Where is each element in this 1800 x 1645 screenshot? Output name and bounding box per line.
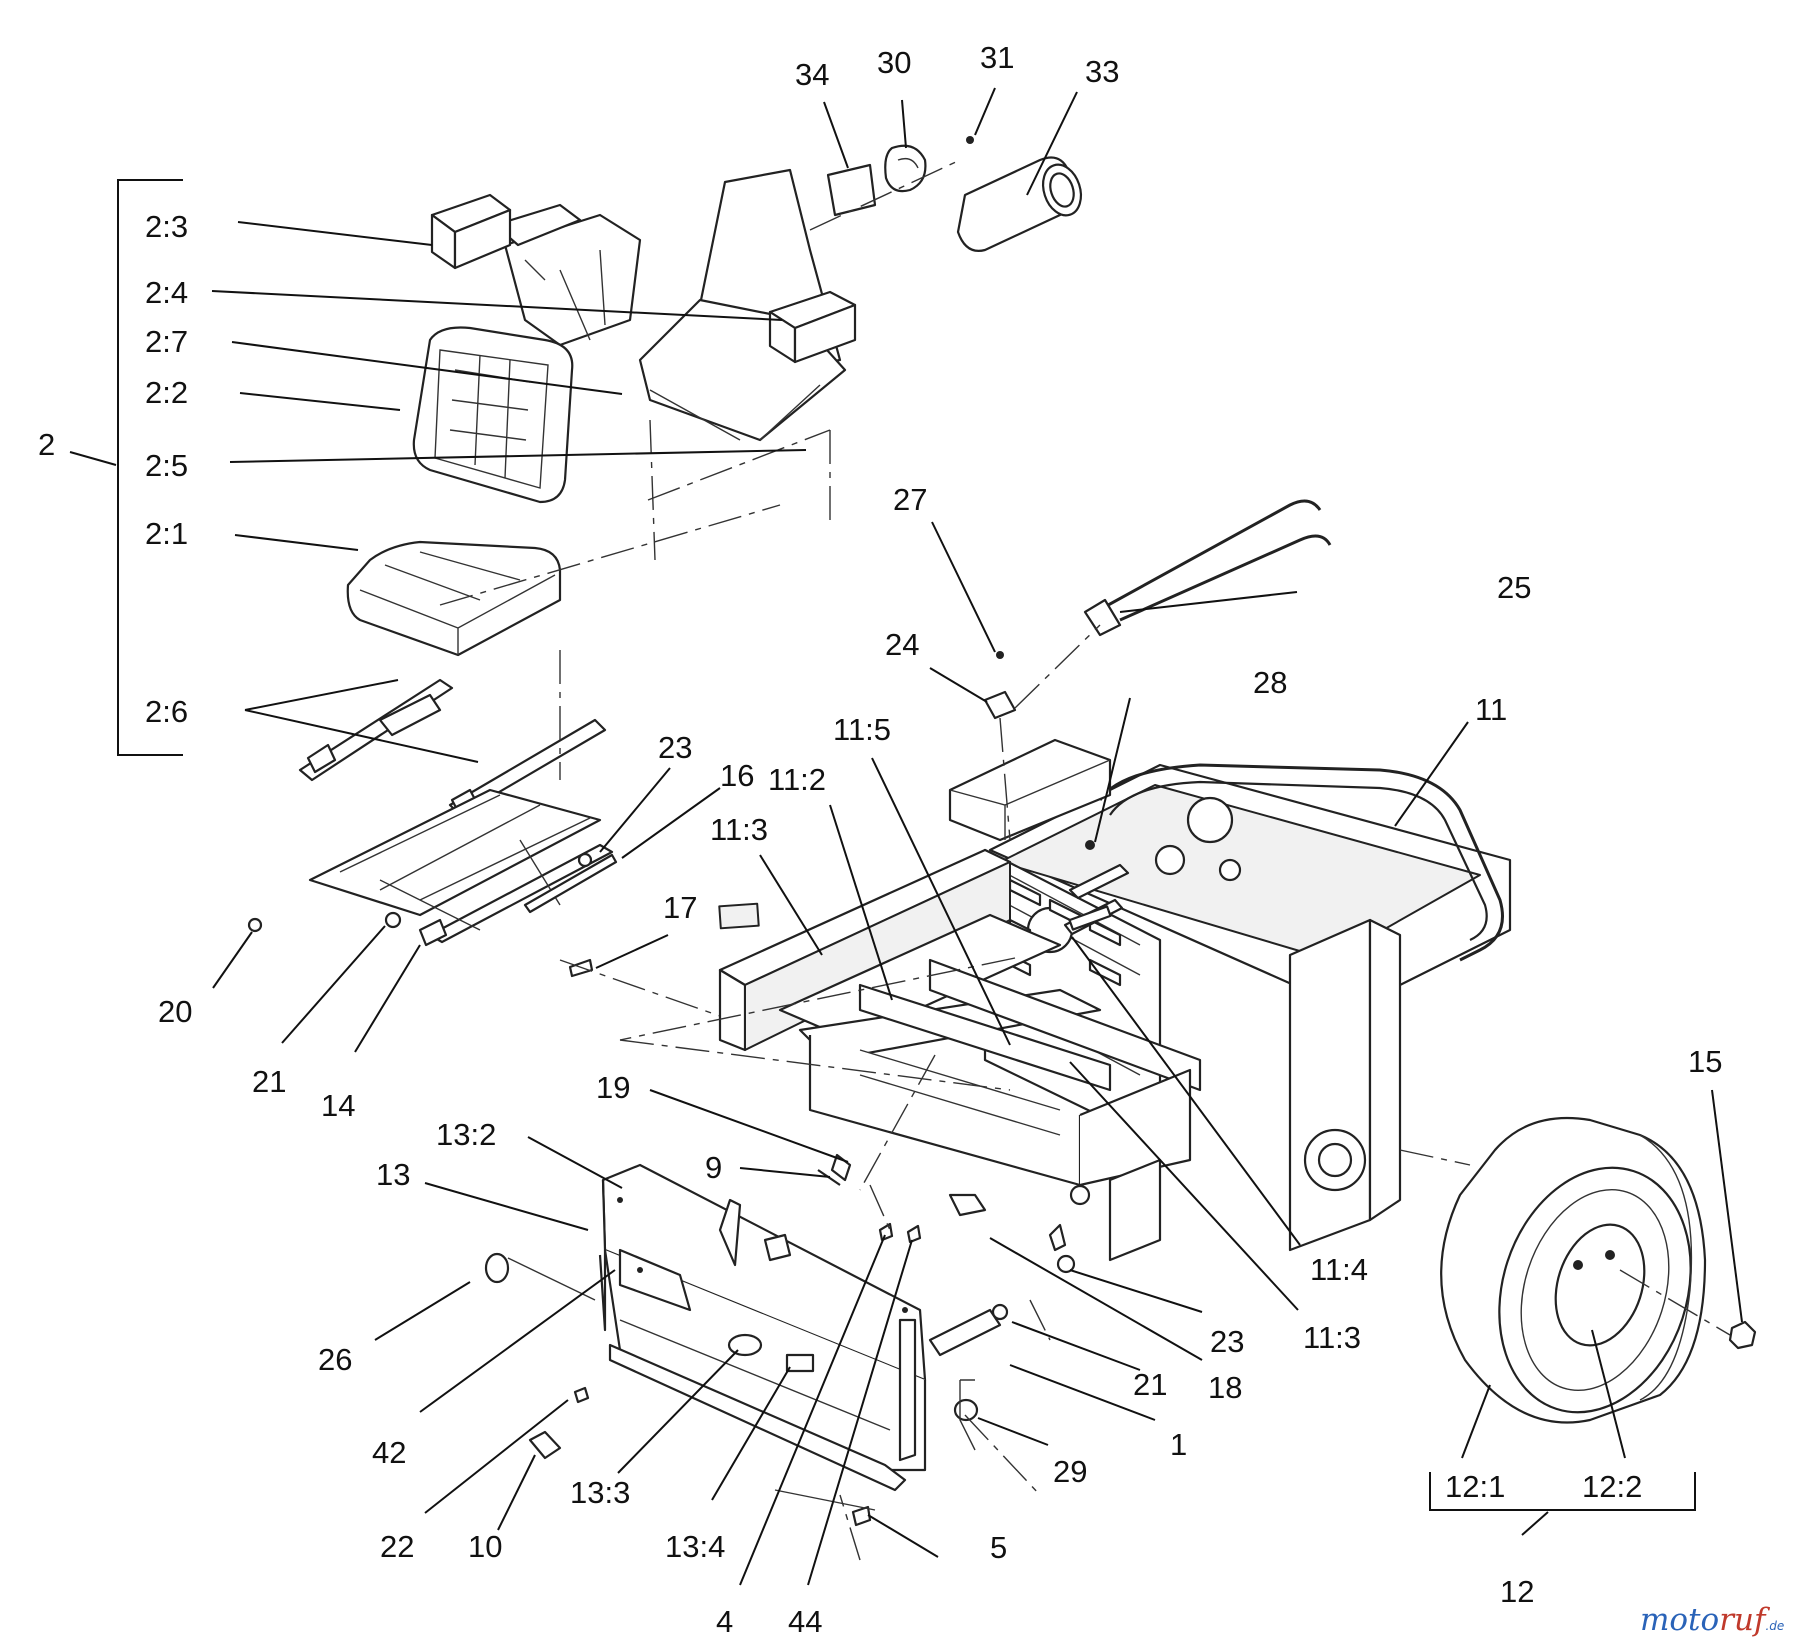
label-18: 18 — [1208, 1370, 1242, 1405]
label-16: 16 — [720, 758, 754, 793]
seat-mount-frame — [308, 788, 614, 947]
label-2-7: 2:7 — [145, 324, 188, 359]
parts-drawing — [247, 136, 1757, 1561]
upper-cross-plate — [948, 738, 1112, 842]
seat-cushion — [346, 540, 562, 657]
label-29: 29 — [1053, 1454, 1087, 1489]
label-15: 15 — [1688, 1044, 1722, 1079]
callout-labels: 2 2:3 2:4 2:7 2:2 2:5 2:1 2:6 34 30 31 3… — [38, 40, 1722, 1639]
label-17: 17 — [663, 890, 697, 925]
label-11-2: 11:2 — [768, 762, 826, 797]
label-34: 34 — [795, 57, 829, 92]
label-2-2: 2:2 — [145, 375, 188, 410]
label-11-4: 11:4 — [1310, 1252, 1368, 1287]
label-2-4: 2:4 — [145, 275, 188, 310]
label-2-5: 2:5 — [145, 448, 188, 483]
label-13: 13 — [376, 1157, 410, 1192]
label-9: 9 — [705, 1150, 722, 1185]
armrest-pad-right — [768, 290, 857, 364]
watermark-suffix: .de — [1765, 1619, 1784, 1633]
label-5: 5 — [990, 1530, 1007, 1565]
label-22: 22 — [380, 1529, 414, 1564]
front-panel — [598, 1163, 927, 1492]
label-13-2: 13:2 — [436, 1117, 496, 1152]
label-24: 24 — [885, 627, 919, 662]
label-26: 26 — [318, 1342, 352, 1377]
label-25: 25 — [1497, 570, 1531, 605]
lug-nut — [1728, 1320, 1757, 1350]
label-2-3: 2:3 — [145, 209, 188, 244]
label-30: 30 — [877, 45, 911, 80]
label-2-6: 2:6 — [145, 694, 188, 729]
label-12: 12 — [1500, 1574, 1534, 1609]
label-13-4: 13:4 — [665, 1529, 725, 1564]
label-11-3-top: 11:3 — [710, 812, 768, 847]
panel-fasteners — [484, 1054, 1076, 1527]
label-33: 33 — [1085, 54, 1119, 89]
cable-bracket — [983, 624, 1101, 850]
label-27: 27 — [893, 482, 927, 517]
label-13-3: 13:3 — [570, 1475, 630, 1510]
leader-lines — [69, 87, 1743, 1586]
label-23-bottom: 23 — [1210, 1324, 1244, 1359]
label-11: 11 — [1475, 692, 1507, 727]
main-chassis-frame — [619, 763, 1512, 1262]
label-42: 42 — [372, 1435, 406, 1470]
label-31: 31 — [980, 40, 1014, 75]
watermark-part-b: ruf — [1719, 1602, 1771, 1638]
label-11-3-bottom: 11:3 — [1303, 1320, 1361, 1355]
wheel-assembly — [1399, 1116, 1731, 1424]
label-44: 44 — [788, 1604, 822, 1639]
watermark-part-a: moto — [1640, 1602, 1719, 1638]
label-2: 2 — [38, 427, 55, 462]
label-21: 21 — [252, 1064, 286, 1099]
label-23-top: 23 — [658, 730, 692, 765]
svg-text:motoruf.de: motoruf.de — [1640, 1602, 1784, 1638]
label-19: 19 — [596, 1070, 630, 1105]
label-21-bottom: 21 — [1133, 1367, 1167, 1402]
seat-slide-rails — [298, 678, 607, 817]
label-12-1: 12:1 — [1445, 1469, 1505, 1504]
label-20: 20 — [158, 994, 192, 1029]
armrest-pad-left — [430, 193, 512, 270]
control-handle — [1083, 499, 1332, 637]
label-12-2: 12:2 — [1582, 1469, 1642, 1504]
label-4: 4 — [716, 1604, 733, 1639]
assembly-lines — [439, 419, 1051, 1561]
label-10: 10 — [468, 1529, 502, 1564]
label-1: 1 — [1170, 1427, 1187, 1462]
seat-back — [412, 326, 574, 504]
throttle-grip — [809, 136, 1083, 252]
watermark-logo: motoruf.de — [1640, 1602, 1784, 1638]
label-14: 14 — [321, 1088, 355, 1123]
label-28: 28 — [1253, 665, 1287, 700]
label-2-1: 2:1 — [145, 516, 188, 551]
label-11-5: 11:5 — [833, 712, 891, 747]
